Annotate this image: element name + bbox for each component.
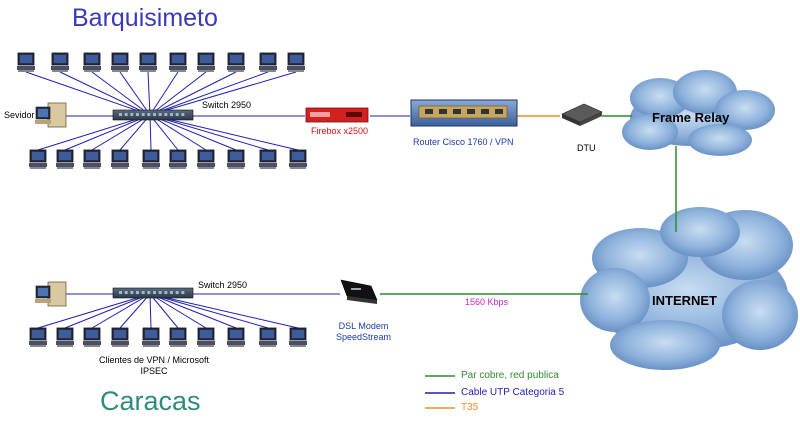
firewall-icon bbox=[305, 107, 369, 123]
utp-link-caracas-pc bbox=[149, 293, 207, 329]
computer-icon bbox=[169, 149, 187, 169]
computer-icon bbox=[142, 327, 160, 347]
computer-icon bbox=[83, 149, 101, 169]
switch-icon bbox=[112, 287, 194, 299]
utp-link-top-pc bbox=[149, 71, 297, 116]
computer-icon bbox=[17, 52, 35, 72]
internet-label: INTERNET bbox=[652, 293, 717, 308]
utp-link-caracas-pc bbox=[149, 293, 152, 329]
utp-link-caracas-pc bbox=[149, 293, 179, 329]
legend-label-t35: T35 bbox=[461, 402, 479, 413]
utp-link-caracas-pc bbox=[149, 293, 237, 329]
utp-link-caracas-pc bbox=[119, 293, 151, 329]
computer-icon bbox=[111, 52, 129, 72]
dsl-speed-label: 1560 Kbps bbox=[465, 297, 509, 307]
internet-cloud bbox=[580, 207, 798, 370]
computer-icon bbox=[111, 327, 129, 347]
dsl-modem-label: DSL Modem SpeedStream bbox=[336, 321, 392, 342]
dtu-label: DTU bbox=[577, 143, 596, 153]
computer-icon bbox=[111, 149, 129, 169]
computer-icon bbox=[83, 327, 101, 347]
computer-icon bbox=[139, 52, 157, 72]
computer-icon bbox=[289, 149, 307, 169]
site-title-barquisimeto: Barquisimeto bbox=[72, 4, 218, 32]
legend-lines bbox=[425, 375, 455, 409]
computer-icon bbox=[227, 52, 245, 72]
utp-link-bottom-pc bbox=[149, 114, 152, 151]
switch-label-top: Switch 2950 bbox=[202, 100, 252, 110]
frame-relay-cloud bbox=[622, 70, 775, 156]
computer-icon bbox=[227, 327, 245, 347]
computer-icon bbox=[169, 327, 187, 347]
utp-link-bottom-pc bbox=[149, 114, 207, 151]
legend-label-copper: Par cobre, red publica bbox=[461, 370, 559, 381]
network-devices bbox=[17, 52, 603, 347]
server-icon bbox=[35, 281, 67, 307]
dtu-icon bbox=[561, 103, 603, 126]
utp-link-top-pc bbox=[149, 71, 207, 116]
utp-link-bottom-pc bbox=[64, 114, 151, 151]
utp-link-bottom-pc bbox=[149, 114, 299, 151]
utp-link-bottom-pc bbox=[149, 114, 179, 151]
computer-icon bbox=[29, 327, 47, 347]
utp-link-top-pc bbox=[91, 71, 151, 116]
server-label-top: Sevidor bbox=[4, 110, 35, 120]
utp-link-caracas-pc bbox=[149, 293, 269, 329]
computer-icon bbox=[259, 52, 277, 72]
router-label: Router Cisco 1760 / VPN bbox=[413, 137, 514, 147]
site-title-caracas: Caracas bbox=[100, 386, 201, 416]
utp-link-bottom-pc bbox=[119, 114, 151, 151]
router-icon bbox=[410, 99, 518, 127]
utp-link-top-pc bbox=[59, 71, 151, 116]
computer-icon bbox=[197, 52, 215, 72]
switch-label-bottom: Switch 2950 bbox=[198, 280, 248, 290]
utp-link-top-pc bbox=[119, 71, 151, 116]
computer-icon bbox=[51, 52, 69, 72]
utp-link-top-pc bbox=[25, 71, 151, 116]
switch-icon bbox=[112, 109, 194, 121]
vpn-clients-label: Clientes de VPN / Microsoft IPSEC bbox=[98, 355, 210, 376]
utp-link-top-pc bbox=[149, 71, 269, 116]
computer-icon bbox=[56, 327, 74, 347]
frame-relay-label: Frame Relay bbox=[652, 110, 730, 125]
computer-icon bbox=[83, 52, 101, 72]
utp-link-caracas-pc bbox=[37, 293, 151, 329]
utp-link-caracas-pc bbox=[91, 293, 151, 329]
computer-icon bbox=[56, 149, 74, 169]
utp-link-top-pc bbox=[147, 71, 151, 116]
computer-icon bbox=[197, 149, 215, 169]
utp-link-top-pc bbox=[149, 71, 237, 116]
computer-icon bbox=[259, 327, 277, 347]
computer-icon bbox=[289, 327, 307, 347]
utp-link-caracas-pc bbox=[64, 293, 151, 329]
utp-link-top-pc bbox=[149, 71, 179, 116]
firewall-label: Firebox x2500 bbox=[311, 126, 369, 136]
computer-icon bbox=[227, 149, 245, 169]
computer-icon bbox=[142, 149, 160, 169]
utp-link-bottom-pc bbox=[37, 114, 151, 151]
utp-link-bottom-pc bbox=[91, 114, 151, 151]
computer-icon bbox=[169, 52, 187, 72]
computer-icon bbox=[287, 52, 305, 72]
utp-link-bottom-pc bbox=[149, 114, 237, 151]
computer-icon bbox=[29, 149, 47, 169]
network-links bbox=[25, 71, 677, 329]
dsl-modem-icon bbox=[340, 279, 378, 304]
utp-link-bottom-pc bbox=[149, 114, 269, 151]
computer-icon bbox=[197, 327, 215, 347]
utp-link-caracas-pc bbox=[149, 293, 299, 329]
server-icon bbox=[35, 102, 67, 128]
legend-label-utp: Cable UTP Categoria 5 bbox=[461, 387, 565, 398]
computer-icon bbox=[259, 149, 277, 169]
